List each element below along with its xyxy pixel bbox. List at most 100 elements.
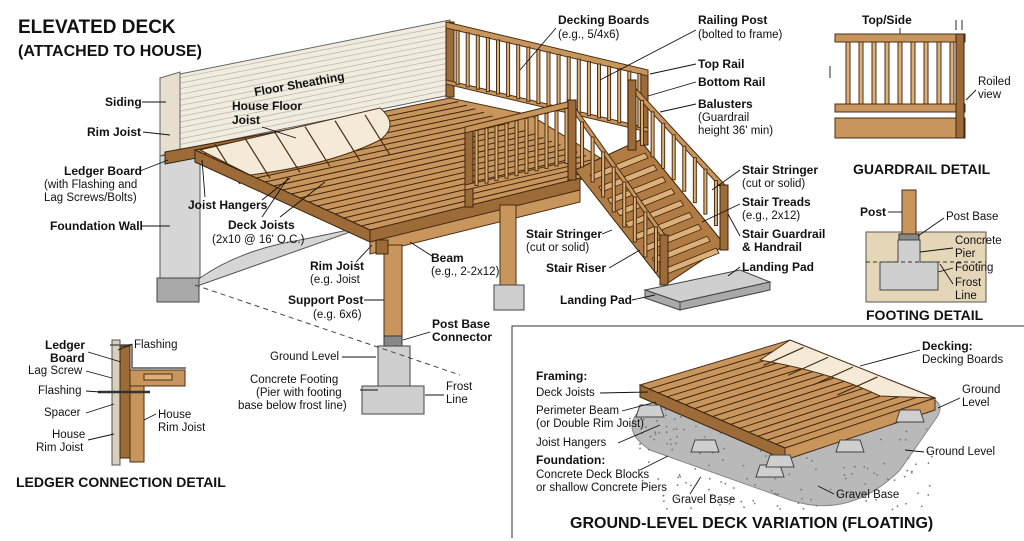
label-house-floor-joist-1: House Floor [232,99,302,113]
label-support-post-2: (e.g. 6x6) [313,309,362,321]
post-base-connector [383,335,403,347]
ledger-detail-title: LEDGER CONNECTION DETAIL [16,474,226,490]
label-railing-post-2: (bolted to frame) [698,29,783,41]
ground-level-top-1: Ground [962,384,1000,396]
ledger-detail: Ledger Board Flashing Lag Screw Flashing… [16,338,226,490]
label-frost-line: Frost [446,381,473,393]
label-stair-stringer-right-2: (cut or solid) [742,178,805,190]
label-concrete-footing: Concrete Footing [250,374,338,386]
footing-post-base: Post Base [946,211,998,223]
ledger-detail-house-1: House [52,429,85,441]
label-beam-2: (e.g., 2-2x12) [431,266,500,278]
ground-perimeter-2: (or Double Rim Joist) [536,418,644,430]
guardrail-detail-title: GUARDRAIL DETAIL [853,161,991,177]
ledger-detail-flashing-top: Flashing [134,339,177,351]
label-balusters: Balusters [698,97,753,111]
label-decking-boards-2: (e.g., 5/4x6) [558,29,620,41]
label-landing-pad-right: Landing Pad [742,260,814,274]
footing-detail: Post Post Base Concrete Pier Footing Fro… [860,189,1002,323]
front-railing [464,99,576,208]
foundation-wall [156,149,371,303]
label-bottom-rail: Bottom Rail [698,75,765,89]
footing-frost-2: Line [955,290,977,302]
label-deck-joists: Deck Joists [228,218,295,232]
label-ledger-board-2: (with Flashing and [44,179,137,191]
ledger-detail-house-r-2: Rim Joist [158,422,206,434]
label-top-rail: Top Rail [698,57,744,71]
label-ledger-board: Ledger Board [64,164,142,178]
ledger-detail-flashing: Flashing [38,385,81,397]
label-balusters-3: height 36' min) [698,125,773,137]
footing-frost-1: Frost [955,277,982,289]
label-siding: Siding [105,95,142,109]
house-siding [159,19,451,157]
label-stair-stringer-left: Stair Stringer [526,227,602,241]
guardrail-detail: Top/Side Roiled view GUARDRAIL DETAIL [829,13,1011,177]
label-stair-guardrail-2: & Handrail [742,240,802,254]
ground-framing: Framing: [536,369,587,383]
ground-decking-boards: Decking Boards [922,354,1003,366]
footing-footing: Footing [955,262,993,274]
ground-perimeter-1: Perimeter Beam [536,405,619,417]
label-concrete-footing-2: (Pier with footing [256,387,342,399]
label-ground-level: Ground Level [270,351,339,363]
label-beam: Beam [431,251,464,265]
label-stair-stringer-left-2: (cut or solid) [526,242,589,254]
ground-deck-title: GROUND-LEVEL DECK VARIATION (FLOATING) [570,515,933,532]
label-concrete-footing-3: base below frost line) [238,400,347,412]
label-stair-stringer-right: Stair Stringer [742,163,818,177]
ground-level-right: Ground Level [926,446,995,458]
stairs [567,79,729,286]
label-rim-joist: Rim Joist [87,125,141,139]
label-balusters-2: (Guardrail [698,112,749,124]
footing-detail-title: FOOTING DETAIL [866,307,984,323]
label-foundation-wall: Foundation Wall [50,219,143,233]
main-subtitle: (ATTACHED TO HOUSE) [18,43,202,60]
label-stair-riser: Stair Riser [546,261,606,275]
label-frost-line-2: Line [446,394,468,406]
label-stair-treads: Stair Treads [742,195,811,209]
ledger-detail-house-r-1: House [158,409,191,421]
footing-concrete-2: Pier [955,248,976,260]
label-decking-boards: Decking Boards [558,13,650,27]
ledger-detail-ledger-2: Board [50,351,85,365]
label-railing-post: Railing Post [698,13,767,27]
main-title: ELEVATED DECK [18,17,176,38]
ground-level-top-2: Level [962,397,990,409]
deck-platform [193,97,622,255]
guardrail-roiled-1: Roiled [978,76,1011,88]
ledger-detail-spacer: Spacer [44,407,81,419]
label-deck-joists-2: (2x10 @ 16' O.C.) [212,234,305,246]
label-rim-joist-front-2: (e.g. Joist [310,274,361,286]
footing-post: Post [860,205,886,219]
guardrail-top-side: Top/Side [862,13,912,27]
ground-deck-section: Framing: Deck Joists Perimeter Beam (or … [511,325,1024,538]
footing-concrete-1: Concrete [955,235,1002,247]
label-post-base-connector-2: Connector [432,330,492,344]
ground-foundation: Foundation: [536,453,605,467]
back-railing [445,21,649,146]
ground-foundation-1: Concrete Deck Blocks [536,469,649,481]
label-stair-guardrail: Stair Guardrail [742,227,825,241]
concrete-footing [361,284,525,415]
ground-joist-hangers: Joist Hangers [536,437,607,449]
ledger-detail-house-2: Rim Joist [36,442,84,454]
label-ledger-board-3: Lag Screws/Bolts) [44,192,137,204]
ground-deck-joists: Deck Joists [536,387,595,399]
label-support-post: Support Post [288,293,363,307]
label-landing-pad-bottom: Landing Pad [560,293,632,307]
ground-gravel-left: Gravel Base [672,494,735,506]
label-post-base-connector: Post Base [432,317,490,331]
ground-foundation-2: or shallow Concrete Piers [536,482,667,494]
ground-gravel-right: Gravel Base [836,489,899,501]
ground-decking: Decking: [922,339,973,353]
ground-level-line [194,284,461,376]
ledger-detail-lag-screw: Lag Screw [28,365,83,377]
label-joist-hangers: Joist Hangers [188,198,268,212]
guardrail-roiled-2: view [978,89,1002,101]
label-stair-treads-2: (e.g., 2x12) [742,210,800,222]
label-rim-joist-front: Rim Joist [310,259,364,273]
label-house-floor-joist-2: Joist [232,113,260,127]
ledger-detail-ledger-1: Ledger [45,338,85,352]
